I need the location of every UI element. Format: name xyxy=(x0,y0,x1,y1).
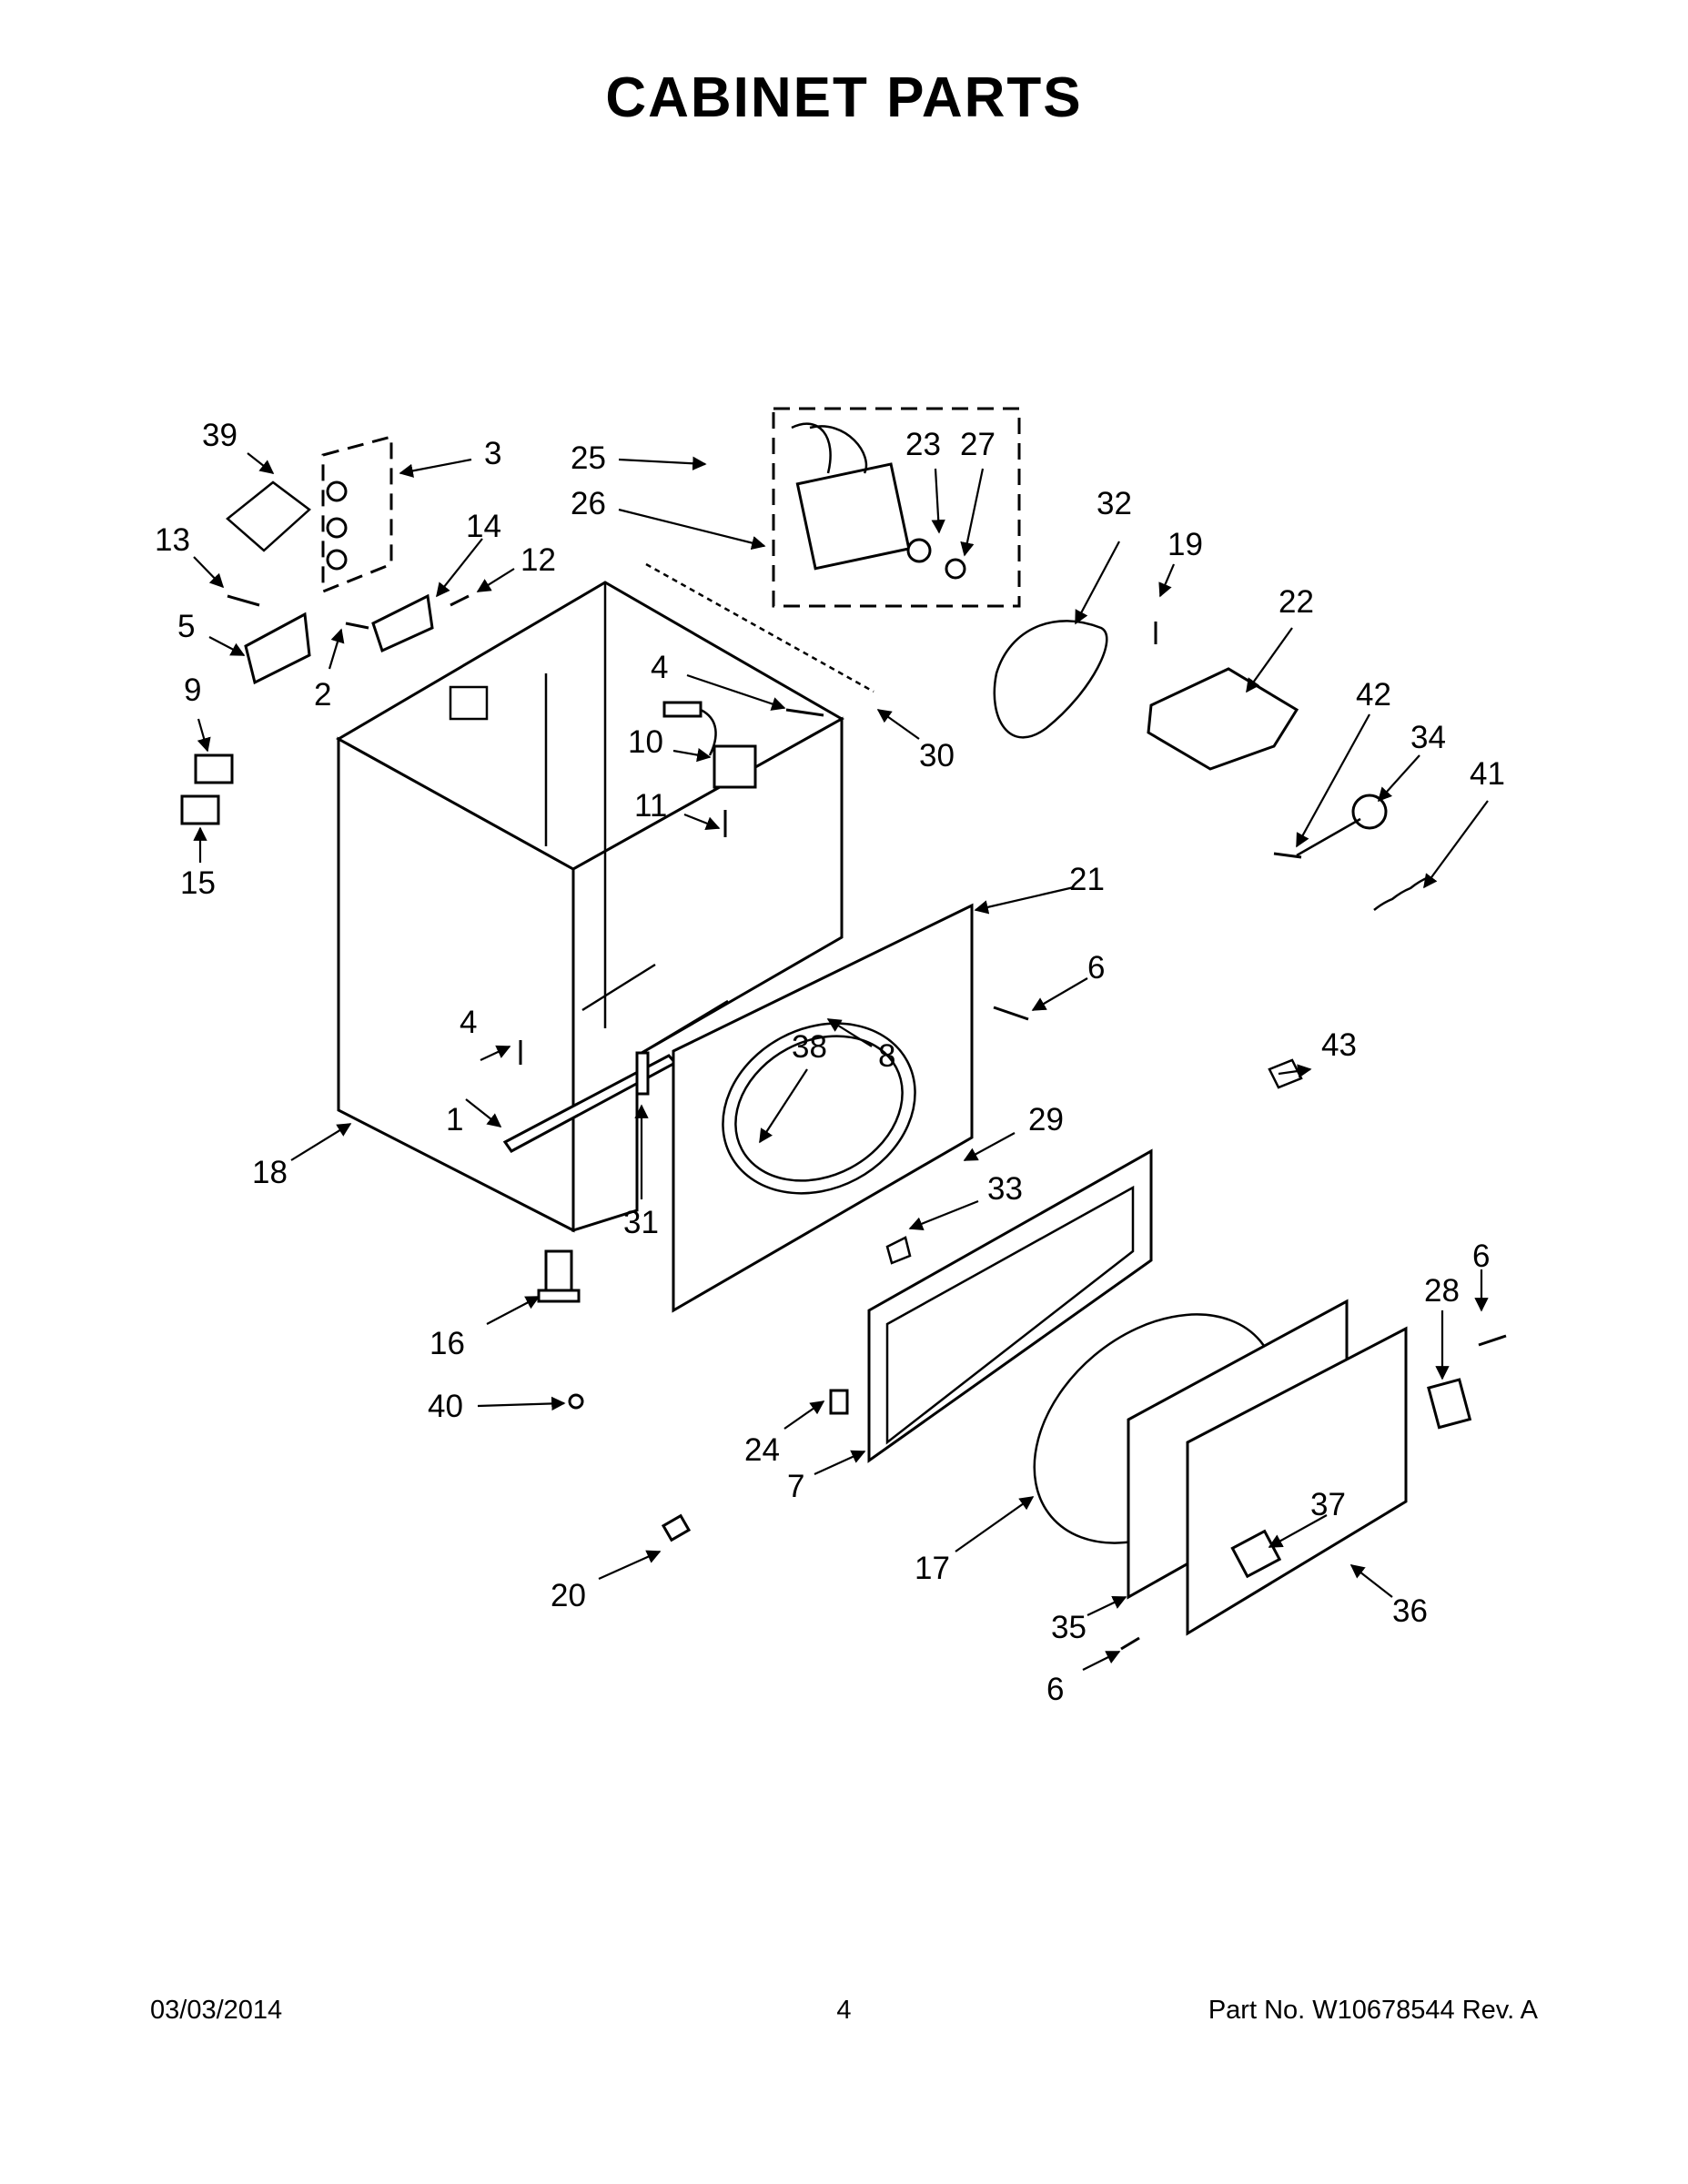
spring-41-shape xyxy=(1373,875,1430,911)
callout-label: 26 xyxy=(571,486,606,521)
callout-label: 27 xyxy=(960,427,996,462)
footer-part-number: Part No. W10678544 Rev. A xyxy=(1208,1996,1538,2025)
callout-label: 6 xyxy=(1087,950,1105,986)
harness-10-shape xyxy=(662,701,757,789)
callout-label: 30 xyxy=(919,738,955,774)
callout-label: 28 xyxy=(1424,1273,1460,1309)
part-24-shape xyxy=(829,1389,849,1415)
callout-label: 22 xyxy=(1279,584,1314,620)
callout-label: 7 xyxy=(787,1469,804,1504)
callout-label: 4 xyxy=(460,1005,477,1040)
callout-label: 38 xyxy=(792,1029,827,1065)
callout-label: 39 xyxy=(202,418,238,453)
callout-label: 10 xyxy=(628,724,663,760)
callout-label: 43 xyxy=(1321,1027,1357,1063)
part-20-shape xyxy=(661,1513,692,1542)
part-9-shape xyxy=(194,753,234,784)
page-title: CABINET PARTS xyxy=(605,66,1083,129)
callout-label: 12 xyxy=(521,542,556,578)
part-31-shape xyxy=(635,1051,650,1096)
callout-labels: 1 2 3 4 4 5 6 6 6 7 8 9 10 11 12 13 14 1… xyxy=(155,418,1505,1707)
motor-shape xyxy=(791,422,966,580)
callout-label: 34 xyxy=(1410,720,1446,755)
outer-door-36-shape xyxy=(1186,1326,1408,1636)
callout-label: 6 xyxy=(1472,1239,1490,1274)
idler-34-shape xyxy=(1296,794,1388,857)
callout-label: 42 xyxy=(1356,677,1391,713)
callout-label: 9 xyxy=(184,672,201,708)
screws-shape xyxy=(227,594,1507,1651)
door-frame-7-shape xyxy=(867,1148,1153,1463)
callout-label: 4 xyxy=(651,650,668,685)
callout-label: 16 xyxy=(430,1326,465,1361)
cabinet-shape xyxy=(335,581,845,1233)
callout-label: 19 xyxy=(1167,527,1203,562)
callout-label: 23 xyxy=(905,427,941,462)
callout-label: 32 xyxy=(1097,486,1132,521)
callout-label: 37 xyxy=(1310,1487,1346,1522)
callout-label: 3 xyxy=(484,436,501,471)
callout-label: 1 xyxy=(446,1102,463,1138)
rail-30-shape xyxy=(645,562,874,693)
front-panel-21-shape xyxy=(672,903,974,1313)
board-3-shape xyxy=(226,435,393,594)
clip-43-shape xyxy=(1268,1058,1303,1089)
hinge-28-shape xyxy=(1427,1378,1472,1430)
callout-label: 8 xyxy=(878,1038,895,1074)
part-15-shape xyxy=(180,794,220,825)
belt-32-shape xyxy=(993,620,1108,739)
leg-16-shape xyxy=(537,1249,581,1303)
callout-label: 20 xyxy=(551,1578,586,1613)
callout-label: 2 xyxy=(314,677,331,713)
callout-label: 11 xyxy=(634,788,667,824)
callout-label: 25 xyxy=(571,440,606,476)
callout-label: 29 xyxy=(1028,1102,1064,1138)
switch-5-shape xyxy=(244,612,311,685)
callout-label: 18 xyxy=(252,1155,288,1190)
footer-date: 03/03/2014 xyxy=(150,1996,283,2025)
callout-label: 35 xyxy=(1051,1610,1087,1645)
bracket-14-shape xyxy=(371,593,434,653)
callout-label: 41 xyxy=(1470,756,1505,792)
callout-label: 13 xyxy=(155,522,190,558)
callout-label: 14 xyxy=(466,509,501,544)
callout-label: 5 xyxy=(177,609,195,644)
callout-label: 33 xyxy=(987,1171,1023,1207)
callout-label: 40 xyxy=(428,1389,463,1424)
part-40-shape xyxy=(568,1393,584,1410)
bracket-22-shape xyxy=(1147,667,1299,771)
callout-label: 6 xyxy=(1046,1672,1064,1707)
callout-label: 31 xyxy=(623,1205,659,1240)
part-33-shape xyxy=(885,1236,912,1265)
motor-dashed-box xyxy=(772,407,1021,608)
leader-lines xyxy=(193,452,1489,1671)
callout-label: 17 xyxy=(915,1551,950,1586)
callout-label: 21 xyxy=(1069,862,1105,897)
callout-label: 36 xyxy=(1392,1593,1428,1629)
callout-label: 15 xyxy=(180,865,216,901)
footer-page-number: 4 xyxy=(836,1996,852,2025)
callout-label: 24 xyxy=(744,1432,780,1468)
